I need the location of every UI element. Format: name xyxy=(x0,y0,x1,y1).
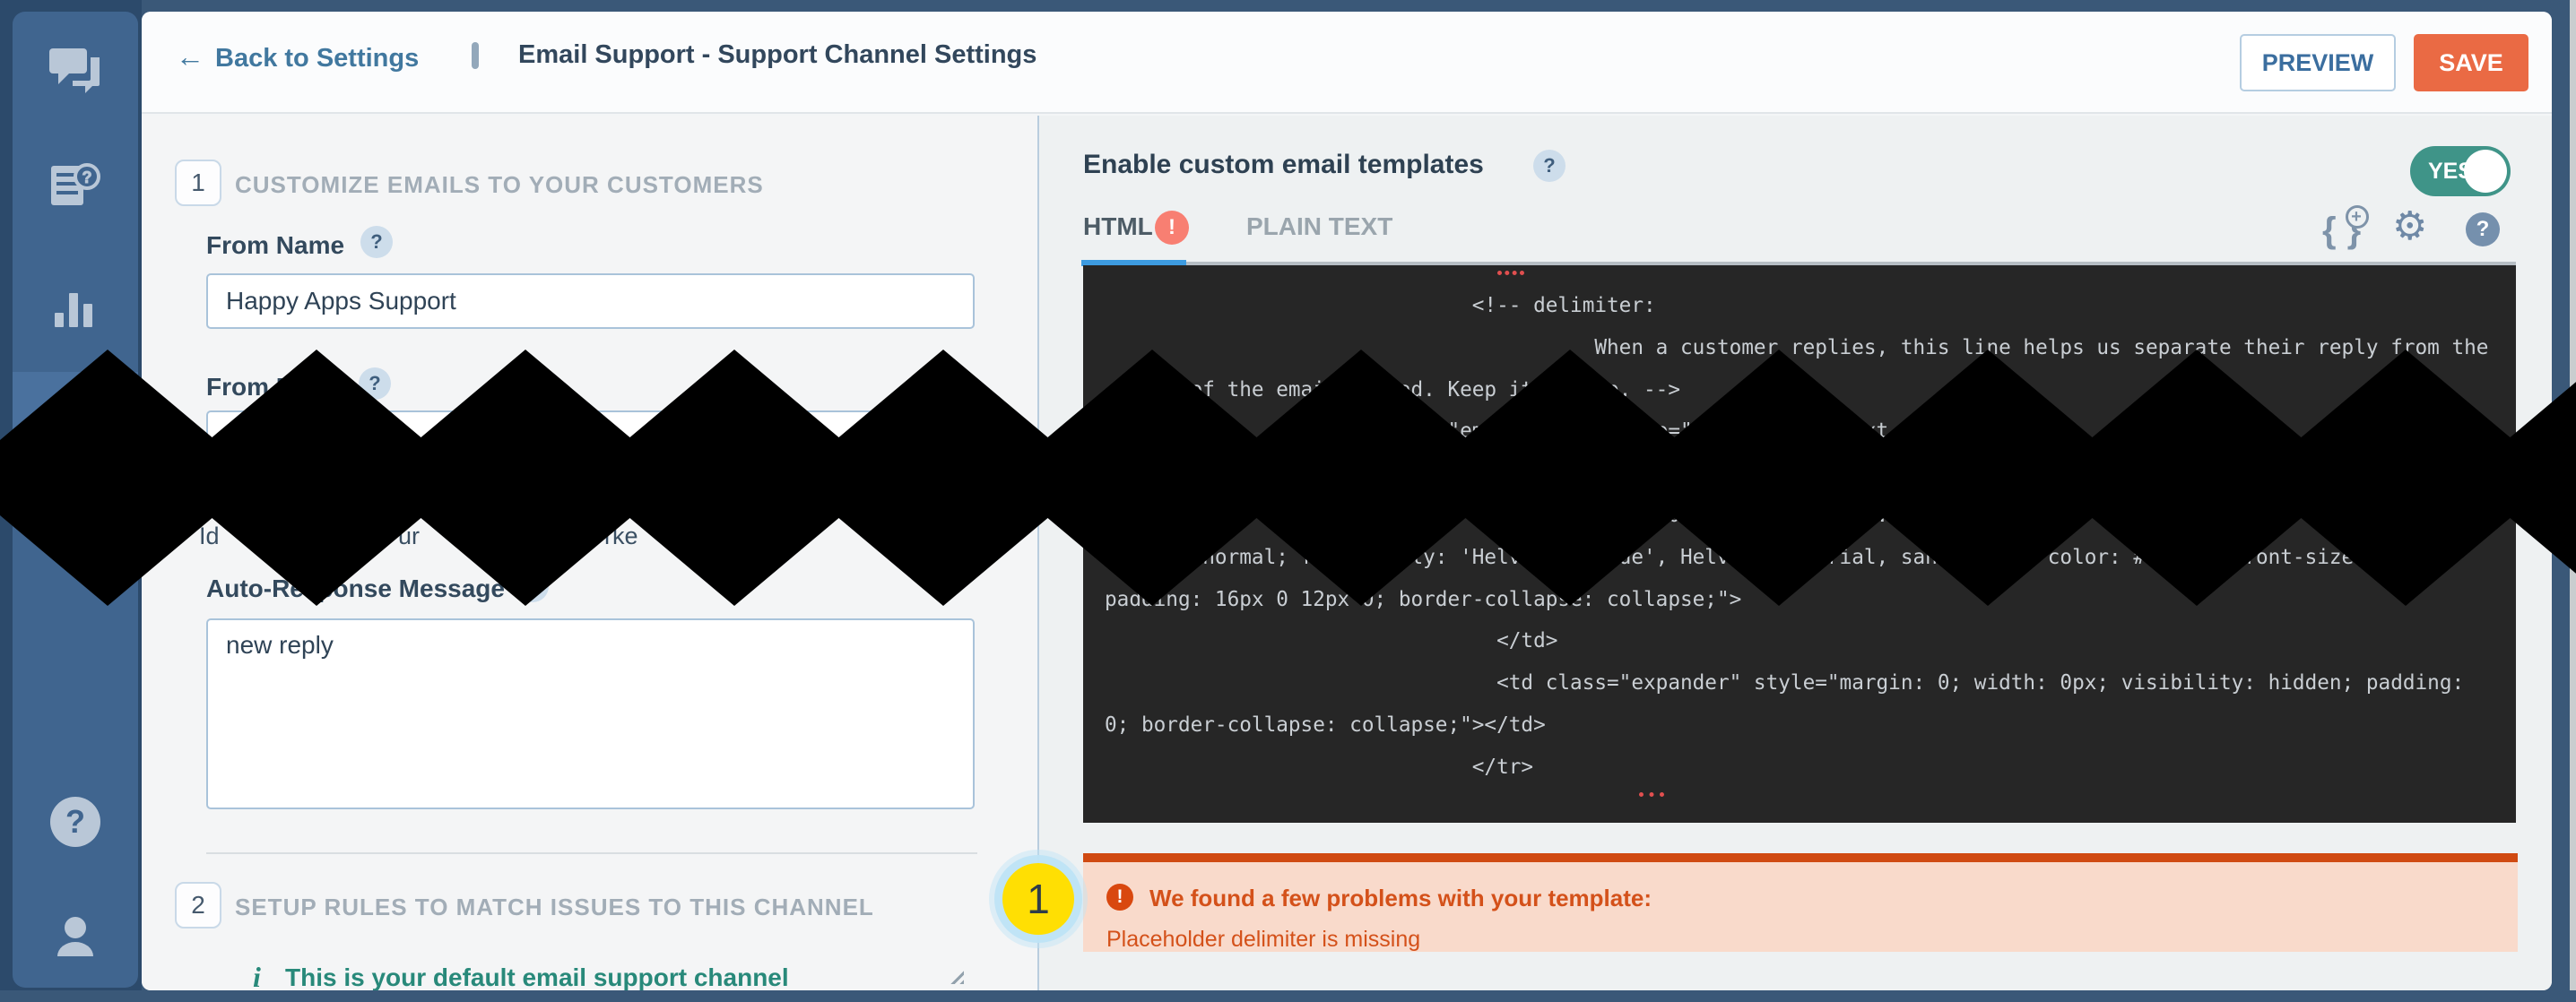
template-error-box: ! We found a few problems with your temp… xyxy=(1083,853,2518,952)
error-squiggle xyxy=(1639,792,1664,797)
preview-button[interactable]: PREVIEW xyxy=(2240,34,2396,91)
from-email-help-icon[interactable]: ? xyxy=(359,367,391,400)
error-squiggle xyxy=(2179,583,2209,588)
helper-text-fragment: rke xyxy=(604,523,638,549)
auto-response-textarea[interactable] xyxy=(206,618,975,809)
page-header: ←Back to Settings Email Support - Suppor… xyxy=(142,12,2552,114)
error-squiggle xyxy=(1497,271,1524,275)
user-icon[interactable] xyxy=(39,902,111,973)
sidebar-active-item[interactable] xyxy=(13,372,138,506)
gear-icon[interactable]: ⚙ xyxy=(2392,204,2428,248)
section-divider xyxy=(206,852,977,854)
window-bottom-edge xyxy=(0,990,2576,1002)
enable-templates-help-icon[interactable]: ? xyxy=(1533,150,1566,182)
auto-response-help-icon[interactable]: ? xyxy=(516,570,549,602)
helper-text-fragment: ur xyxy=(398,523,421,549)
chat-icon[interactable] xyxy=(39,34,111,106)
svg-text:?: ? xyxy=(65,803,85,840)
enable-templates-title: Enable custom email templates xyxy=(1083,150,1484,179)
section-2-title: SETUP RULES TO MATCH ISSUES TO THIS CHAN… xyxy=(235,894,874,920)
help-circle-icon[interactable]: ? xyxy=(39,786,111,858)
active-tab-underline xyxy=(1081,260,1186,266)
tab-underline-track xyxy=(1186,262,2516,265)
tab-html[interactable]: HTML xyxy=(1083,212,1153,240)
from-email-input[interactable] xyxy=(206,410,975,500)
from-name-input[interactable] xyxy=(206,273,975,329)
section-2-number: 2 xyxy=(175,882,221,929)
knowledge-base-icon[interactable]: ? xyxy=(39,151,111,222)
error-icon: ! xyxy=(1106,884,1133,911)
page-title: Email Support - Support Channel Settings xyxy=(518,40,1037,69)
insert-placeholder-icon[interactable]: { }+ xyxy=(2322,205,2369,251)
error-title: We found a few problems with your templa… xyxy=(1149,885,1652,911)
default-channel-note: This is your default email support chann… xyxy=(285,963,789,990)
html-template-editor[interactable]: <!-- delimiter: When a customer replies,… xyxy=(1083,265,2516,823)
tab-html-error-badge: ! xyxy=(1155,211,1189,245)
from-name-label: From Name xyxy=(206,231,345,259)
code-content[interactable]: <!-- delimiter: When a customer replies,… xyxy=(1105,294,2489,779)
back-to-settings-link[interactable]: ←Back to Settings xyxy=(176,40,420,73)
sidebar: ? ? xyxy=(0,0,142,1002)
toggle-knob[interactable] xyxy=(2464,150,2507,193)
save-button[interactable]: SAVE xyxy=(2414,34,2528,91)
from-name-help-icon[interactable]: ? xyxy=(360,226,393,258)
bar-chart-icon[interactable] xyxy=(39,271,111,342)
back-arrow-icon: ← xyxy=(176,40,204,73)
panel-divider xyxy=(1037,116,1039,990)
info-icon: i xyxy=(253,961,261,990)
templates-toggle[interactable]: YES xyxy=(2410,146,2511,196)
annotation-circle-1: 1 xyxy=(1002,863,1074,935)
section-1-number: 1 xyxy=(175,160,221,206)
plus-icon: + xyxy=(2346,205,2369,229)
auto-response-label: Auto-Response Message xyxy=(206,574,505,602)
header-separator xyxy=(472,42,479,69)
tab-plain-text[interactable]: PLAIN TEXT xyxy=(1246,212,1393,240)
window-edge-strip xyxy=(2570,0,2576,1002)
error-detail: Placeholder delimiter is missing xyxy=(1106,927,1421,952)
main-card: ←Back to Settings Email Support - Suppor… xyxy=(142,12,2552,990)
svg-text:?: ? xyxy=(82,168,92,186)
helper-text-fragment: Id xyxy=(199,523,220,549)
from-email-label: From Email xyxy=(206,373,343,401)
section-1-title: CUSTOMIZE EMAILS TO YOUR CUSTOMERS xyxy=(235,171,764,198)
editor-help-icon[interactable]: ? xyxy=(2466,212,2500,246)
